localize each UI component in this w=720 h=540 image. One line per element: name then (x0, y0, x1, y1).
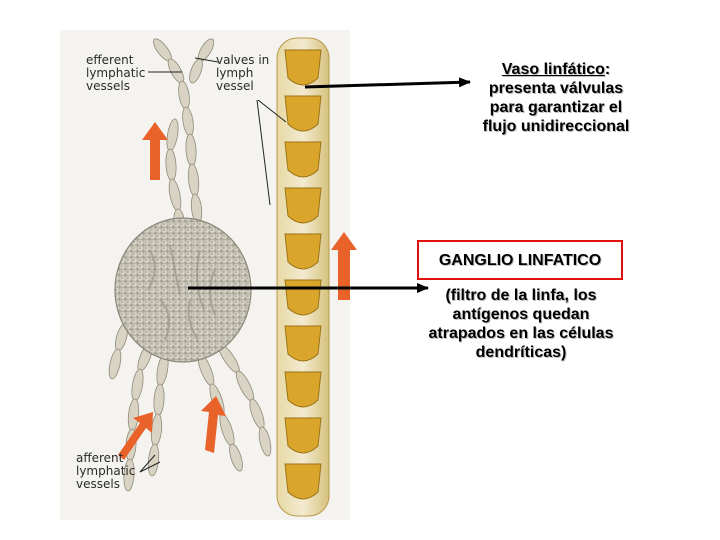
lymph-node (115, 218, 251, 362)
valve (285, 50, 321, 85)
vaso-annotation: Vaso linfático: presenta válvulas para g… (466, 60, 646, 136)
ganglio-title: GANGLIO LINFATICO (439, 251, 601, 270)
valve (285, 280, 321, 315)
valve (285, 188, 321, 223)
ganglio-title-box: GANGLIO LINFATICO (417, 240, 623, 280)
ganglio-description: (filtro de la linfa, los antígenos queda… (410, 286, 632, 362)
valve (285, 326, 321, 361)
valve (285, 418, 321, 453)
valve (285, 464, 321, 499)
valve (285, 372, 321, 407)
valve (285, 234, 321, 269)
lymph-vessel (277, 38, 329, 516)
valve (285, 142, 321, 177)
valve (285, 96, 321, 131)
vaso-title: Vaso linfático (502, 61, 605, 78)
